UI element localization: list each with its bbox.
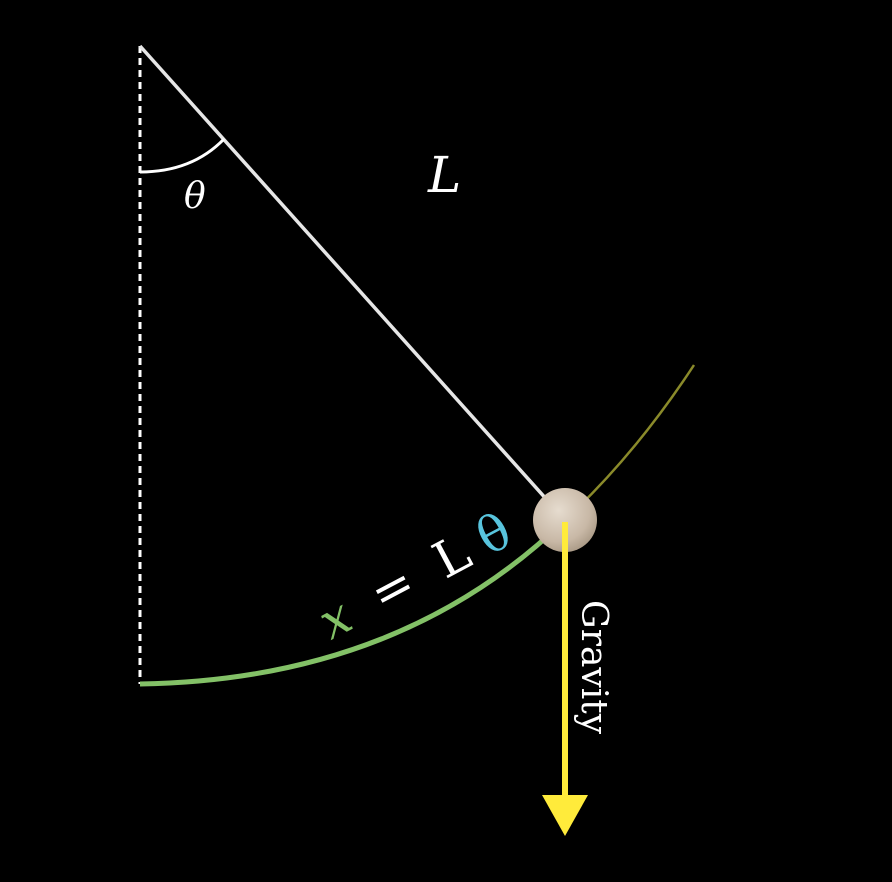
arc-equals-sign: = [360, 553, 424, 624]
gravity-label-group: Gravity [573, 600, 614, 735]
arc-traveled [139, 518, 567, 687]
angle-label: θ [184, 176, 206, 217]
arc-x-symbol: x [309, 586, 361, 650]
svg-text:x = L: x = L θ [309, 502, 521, 651]
gravity-label: Gravity [573, 600, 614, 735]
pendulum-bob [533, 488, 597, 552]
angle-arc [139, 137, 226, 174]
gravity-arrow-head [542, 795, 588, 836]
arc-theta-symbol: θ [467, 502, 521, 567]
length-label: L [427, 146, 461, 204]
arc-length-equation: x = L θ [309, 502, 521, 651]
pendulum-rod [138, 44, 567, 522]
arc-L-symbol: L [424, 523, 481, 590]
